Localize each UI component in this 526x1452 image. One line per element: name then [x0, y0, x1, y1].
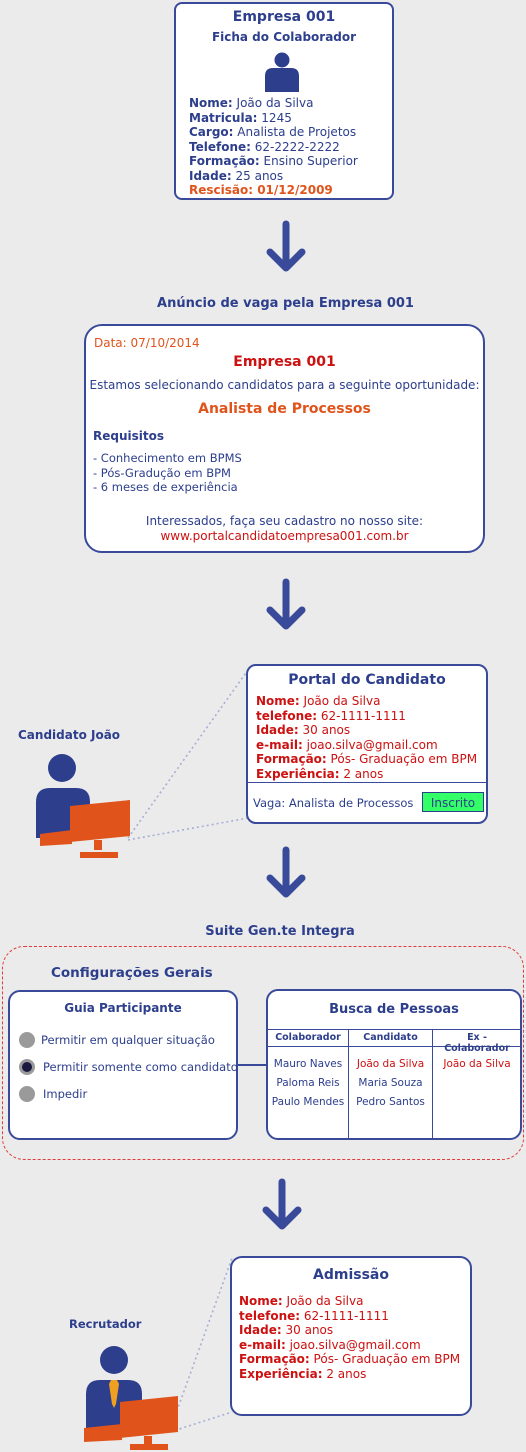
- guia-option-impedir[interactable]: Impedir: [19, 1085, 239, 1105]
- panel-connector-line: [238, 1064, 266, 1066]
- ficha-field-matricula: Matricula: 1245: [189, 110, 292, 125]
- ficha-field-nome: Nome: João da Silva: [189, 96, 314, 110]
- guia-option-qualquer[interactable]: Permitir em qualquer situação: [19, 1031, 239, 1051]
- portal-field-idade: Idade: 30 anos: [256, 723, 351, 737]
- flow-arrow-down-icon: [262, 1178, 302, 1232]
- list-item[interactable]: Mauro Naves: [273, 1058, 343, 1070]
- col-header-colaborador: Colaborador: [275, 1032, 341, 1043]
- ficha-field-rescisao: Rescisão: 01/12/2009: [189, 183, 333, 197]
- candidate-at-computer-icon: [32, 752, 132, 860]
- admissao-card: Admissão Nome: João da Silva telefone: 6…: [230, 1256, 472, 1416]
- job-ad-cta: Interessados, faça seu cadastro no nosso…: [145, 514, 424, 528]
- ficha-field-cargo: Cargo: Analista de Projetos: [189, 125, 357, 139]
- requirement-item: - Pós-Gradução em BPM: [93, 465, 231, 480]
- flow-arrow-down-icon: [266, 220, 306, 274]
- job-ad-intro: Estamos selecionando candidatos para a s…: [89, 378, 480, 392]
- inscrito-button[interactable]: Inscrito: [422, 792, 484, 812]
- radio-unselected-icon[interactable]: [19, 1032, 35, 1048]
- busca-pessoas-panel: Busca de Pessoas Colaborador Candidato E…: [266, 989, 522, 1140]
- radio-selected-icon[interactable]: [19, 1059, 35, 1075]
- candidato-label: Candidato João: [18, 728, 121, 742]
- guia-title: Guia Participante: [64, 1001, 182, 1015]
- recrutador-label: Recrutador: [69, 1317, 142, 1331]
- list-item[interactable]: Maria Souza: [358, 1077, 423, 1089]
- portal-fields: Nome: João da Silva telefone: 62-1111-11…: [256, 694, 477, 781]
- admissao-field-idade: Idade: 30 anos: [239, 1323, 334, 1337]
- admissao-field-email: e-mail: joao.silva@gmail.com: [239, 1337, 421, 1352]
- job-ad-title: Analista de Processos: [198, 401, 371, 417]
- job-ad-requirements: - Conhecimento em BPMS - Pós-Gradução em…: [93, 451, 242, 495]
- anuncio-heading: Anúncio de vaga pela Empresa 001: [157, 296, 414, 311]
- portal-vaga: Vaga: Analista de Processos: [253, 796, 414, 810]
- guia-participante-panel: Guia Participante Permitir em qualquer s…: [8, 990, 238, 1140]
- list-item[interactable]: Paloma Reis: [276, 1077, 340, 1089]
- busca-title: Busca de Pessoas: [329, 1002, 459, 1017]
- employee-person-icon: [261, 52, 303, 92]
- portal-field-experiencia: Experiência: 2 anos: [256, 766, 384, 781]
- ficha-colaborador-card: Empresa 001 Ficha do Colaborador Nome: J…: [174, 2, 394, 200]
- flow-arrow-down-icon: [266, 846, 306, 900]
- busca-subheader-line: [268, 1046, 520, 1047]
- ficha-fields: Nome: João da Silva Matricula: 1245 Carg…: [189, 96, 358, 198]
- list-item[interactable]: João da Silva: [443, 1058, 511, 1070]
- portal-divider: [248, 782, 486, 783]
- flow-arrow-down-icon: [266, 578, 306, 632]
- busca-header-line: [268, 1029, 520, 1030]
- ficha-company: Empresa 001: [232, 9, 336, 25]
- ficha-field-telefone: Telefone: 62-2222-2222: [189, 139, 340, 154]
- col-header-candidato: Candidato: [363, 1032, 418, 1043]
- guia-option-label: Impedir: [43, 1087, 88, 1101]
- portal-title: Portal do Candidato: [288, 672, 446, 688]
- admissao-field-formacao: Formação: Pós- Graduação em BPM: [239, 1352, 461, 1366]
- list-item[interactable]: Pedro Santos: [356, 1096, 425, 1108]
- list-item[interactable]: João da Silva: [356, 1058, 425, 1070]
- admissao-title: Admissão: [313, 1267, 389, 1283]
- suite-dashed-container: [2, 946, 524, 1160]
- requirement-item: - Conhecimento em BPMS: [93, 451, 242, 465]
- list-item[interactable]: Paulo Mendes: [271, 1096, 345, 1108]
- ficha-subtitle: Ficha do Colaborador: [211, 30, 357, 44]
- job-ad-requirements-title: Requisitos: [93, 429, 165, 443]
- ex-colaborador-list: João da Silva: [433, 1055, 521, 1074]
- admissao-field-experiencia: Experiência: 2 anos: [239, 1366, 367, 1381]
- portal-field-email: e-mail: joao.silva@gmail.com: [256, 737, 438, 752]
- ficha-field-formacao: Formação: Ensino Superior: [189, 154, 358, 168]
- col-header-ex-colaborador: Ex - Colaborador: [444, 1032, 510, 1054]
- job-ad-company: Empresa 001: [233, 354, 336, 370]
- busca-col-divider: [432, 1029, 433, 1138]
- job-ad-url-link[interactable]: www.portalcandidatoempresa001.com.br: [160, 529, 409, 543]
- guia-option-label: Permitir em qualquer situação: [41, 1033, 215, 1047]
- recruiter-at-computer-icon: [80, 1344, 180, 1452]
- portal-field-telefone: telefone: 62-1111-1111: [256, 708, 406, 723]
- radio-unselected-icon[interactable]: [19, 1086, 35, 1102]
- portal-candidato-card: Portal do Candidato Nome: João da Silva …: [246, 664, 488, 824]
- admissao-field-telefone: telefone: 62-1111-1111: [239, 1308, 389, 1323]
- ficha-field-idade: Idade: 25 anos: [189, 168, 284, 183]
- admissao-field-nome: Nome: João da Silva: [239, 1294, 364, 1308]
- portal-field-nome: Nome: João da Silva: [256, 694, 381, 708]
- job-ad-card: Data: 07/10/2014 Empresa 001 Estamos sel…: [84, 324, 485, 553]
- suite-heading: Suite Gen.te Integra: [205, 924, 355, 939]
- portal-field-formacao: Formação: Pós- Graduação em BPM: [256, 752, 478, 766]
- config-title: Configurações Gerais: [51, 965, 213, 981]
- guia-option-candidato[interactable]: Permitir somente como candidato: [19, 1058, 239, 1078]
- job-ad-date: Data: 07/10/2014: [94, 336, 200, 350]
- admissao-fields: Nome: João da Silva telefone: 62-1111-11…: [239, 1294, 460, 1381]
- requirement-item: - 6 meses de experiência: [93, 480, 238, 494]
- busca-col-divider: [348, 1029, 349, 1138]
- candidato-list: João da Silva Maria Souza Pedro Santos: [349, 1055, 432, 1112]
- colaborador-list: Mauro Naves Paloma Reis Paulo Mendes: [268, 1055, 348, 1112]
- guia-option-label: Permitir somente como candidato: [43, 1060, 238, 1074]
